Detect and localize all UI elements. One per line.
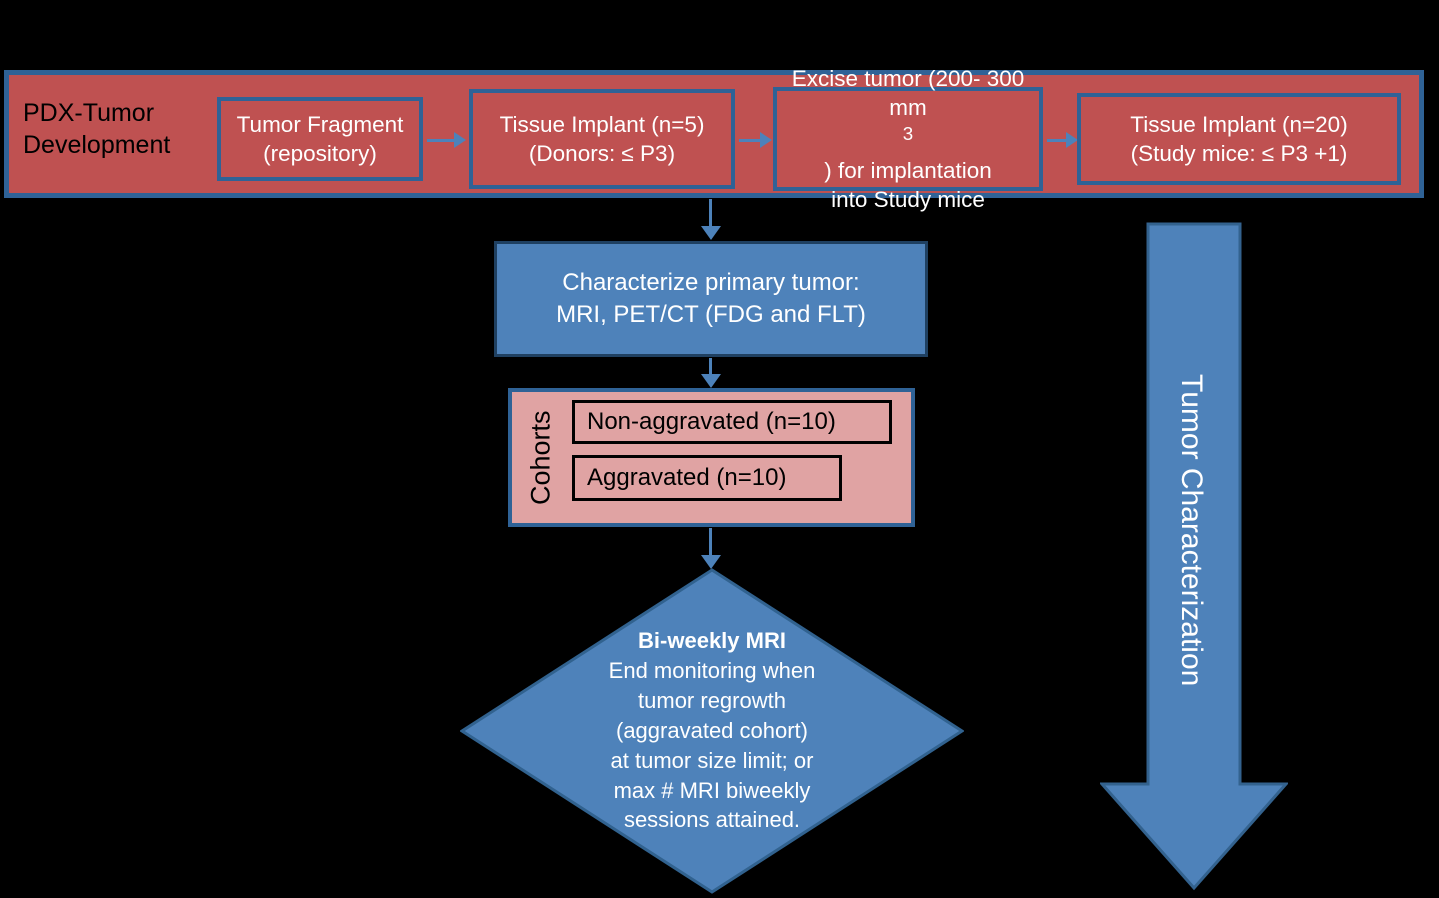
step3-line2: mm 3 ) for implantation: [792, 93, 1025, 185]
step1-line2: (repository): [263, 141, 377, 166]
characterize-line1: Characterize primary tumor:: [562, 269, 860, 297]
tumor-characterization-label: Tumor Characterization: [1175, 373, 1208, 687]
connector-arrow-down-1: [700, 199, 721, 240]
decision-diamond-shape: [460, 568, 964, 894]
cohort-item-aggravated: Aggravated (n=10): [572, 455, 842, 501]
decision-diamond: Bi-weekly MRI End monitoring when tumor …: [460, 568, 964, 898]
step4-line2: (Study mice: ≤ P3 +1): [1130, 141, 1348, 166]
process-box-tumor-fragment: Tumor Fragment (repository): [217, 97, 423, 181]
connector-arrow-right-3: [1047, 132, 1078, 148]
cohorts-group-box: Cohorts Non-aggravated (n=10) Aggravated…: [508, 388, 915, 527]
step3-line1: Excise tumor (200- 300: [791, 65, 1025, 91]
process-box-characterize-primary-tumor: Characterize primary tumor: MRI, PET/CT …: [494, 241, 928, 357]
cohort-item-label: Aggravated (n=10): [587, 464, 787, 491]
step1-line1: Tumor Fragment: [236, 111, 404, 137]
tumor-characterization-arrow: [1100, 222, 1288, 892]
characterize-line2: MRI, PET/CT (FDG and FLT): [556, 301, 866, 328]
step3-line2-post: ) for implantation: [824, 157, 992, 183]
down-arrow-icon: [1100, 222, 1288, 891]
process-box-tissue-implant-study-mice: Tissue Implant (n=20) (Study mice: ≤ P3 …: [1077, 93, 1401, 185]
pdx-band-label: PDX-Tumor Development: [23, 99, 171, 159]
step3-line2-pre: mm: [889, 94, 927, 120]
step2-line2: (Donors: ≤ P3): [528, 141, 676, 166]
connector-arrow-right-2: [739, 132, 772, 148]
connector-arrow-down-3: [700, 528, 721, 569]
step2-line1: Tissue Implant (n=5): [499, 111, 705, 137]
connector-arrow-down-2: [700, 358, 721, 388]
step4-line1: Tissue Implant (n=20): [1130, 111, 1348, 137]
cohort-item-non-aggravated: Non-aggravated (n=10): [572, 400, 892, 444]
step3-superscript: 3: [902, 123, 914, 145]
connector-arrow-right-1: [427, 132, 466, 148]
pdx-tumor-development-band: PDX-Tumor Development Tumor Fragment (re…: [4, 66, 1424, 212]
cohort-item-label: Non-aggravated (n=10): [587, 408, 836, 435]
process-box-tissue-implant-donors: Tissue Implant (n=5) (Donors: ≤ P3): [469, 89, 735, 189]
step3-line3: into Study mice: [831, 187, 985, 213]
cohorts-group-label: Cohorts: [525, 410, 556, 505]
process-box-excise-tumor: Excise tumor (200- 300 mm 3 ) for implanta…: [773, 66, 1043, 212]
